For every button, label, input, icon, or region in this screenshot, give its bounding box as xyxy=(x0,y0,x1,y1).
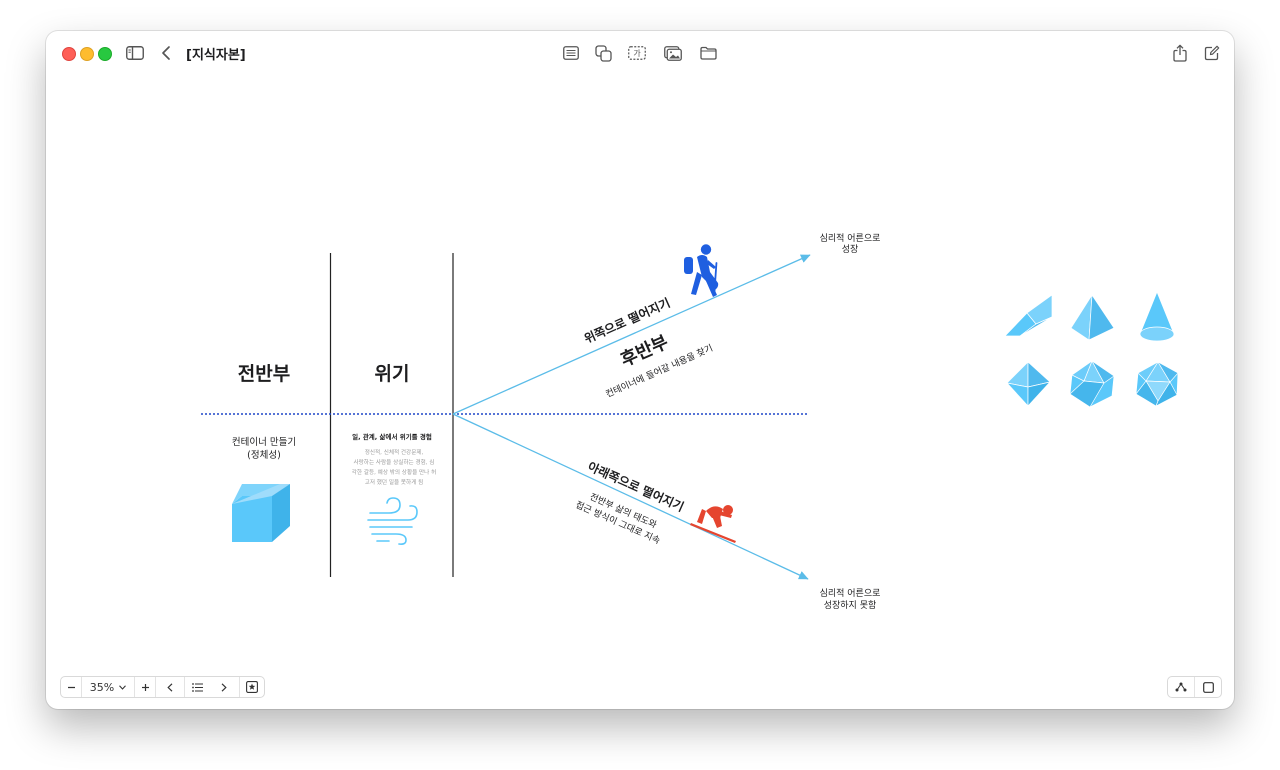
folder-icon[interactable] xyxy=(697,42,719,64)
wedge-shape xyxy=(1004,294,1053,337)
dodecahedron-shape xyxy=(1069,360,1115,408)
lower-arrow xyxy=(452,413,809,580)
mid-section-heading: 일, 관계, 삶에서 위기를 경험 xyxy=(352,433,432,441)
zoom-button[interactable] xyxy=(98,47,112,61)
zoom-select[interactable]: 35% xyxy=(82,677,135,697)
cube-icon xyxy=(232,484,290,542)
mid-section-body: 정신적, 신체적 건강문제, 사랑하는 사람을 상실하는 경험, 심 각한 갈등… xyxy=(351,450,437,486)
minimize-button[interactable] xyxy=(80,47,94,61)
minimap-button[interactable] xyxy=(1195,677,1221,697)
titlebar: [지식자본] 가 xyxy=(46,31,1234,75)
view-controls xyxy=(1167,676,1222,698)
close-button[interactable] xyxy=(62,47,76,61)
media-icon[interactable] xyxy=(662,42,684,64)
hiker-icon xyxy=(684,244,719,297)
connection-icon xyxy=(1175,682,1187,692)
pyramid-shape xyxy=(1070,294,1115,341)
left-section-subtitle: 컨테이너 만들기 (정체성) xyxy=(231,437,297,461)
mid-section-title: 위기 xyxy=(374,363,410,385)
lower-branch-outcome: 심리적 어른으로 성장하지 못함 xyxy=(819,589,881,611)
left-section-title: 전반부 xyxy=(237,363,291,385)
share-icon[interactable] xyxy=(1169,42,1191,64)
previous-button[interactable] xyxy=(156,677,185,697)
zoom-navigation-bar: 35% xyxy=(60,676,265,698)
compose-icon[interactable] xyxy=(1201,42,1223,64)
wind-icon xyxy=(367,497,418,545)
zoom-in-button[interactable] xyxy=(135,677,156,697)
zoom-level: 35% xyxy=(89,680,115,694)
document-title: [지식자본] xyxy=(186,48,246,63)
list-icon[interactable] xyxy=(560,42,582,64)
cone-shape xyxy=(1139,291,1175,342)
chevron-down-icon xyxy=(119,684,127,690)
octahedron-shape xyxy=(1006,361,1051,407)
upper-arrow xyxy=(452,254,811,415)
icosahedron-shape xyxy=(1135,361,1179,407)
back-icon[interactable] xyxy=(155,42,177,64)
star-icon xyxy=(246,681,258,693)
shapes-icon[interactable] xyxy=(592,42,614,64)
favorite-button[interactable] xyxy=(240,677,264,697)
upper-branch-outcome: 심리적 어른으로 성장 xyxy=(819,234,881,255)
next-button[interactable] xyxy=(209,677,240,697)
square-icon xyxy=(1202,681,1214,693)
connection-button[interactable] xyxy=(1168,677,1195,697)
skier-icon xyxy=(690,505,736,543)
textbox-icon[interactable]: 가 xyxy=(626,42,648,64)
app-window: [지식자본] 가 xyxy=(46,31,1234,709)
board-canvas xyxy=(201,244,1179,580)
svg-text:가: 가 xyxy=(633,49,641,58)
polyhedra-icons xyxy=(1004,291,1179,408)
outline-list-button[interactable] xyxy=(185,677,209,697)
zoom-out-button[interactable] xyxy=(61,677,82,697)
sidebar-icon[interactable] xyxy=(124,42,146,64)
